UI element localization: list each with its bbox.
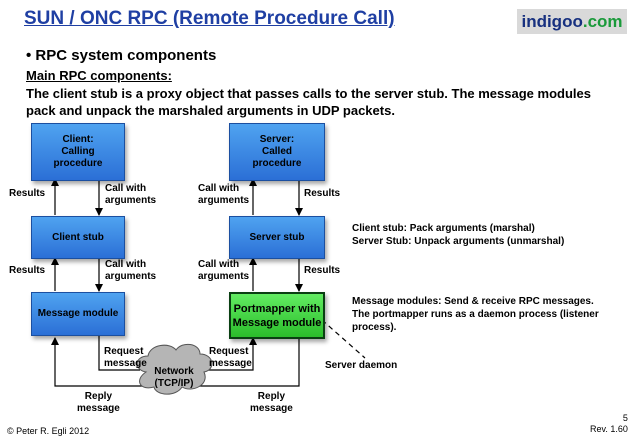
client-procedure-label: Client: Calling procedure [53, 134, 103, 169]
label-call-right-mid: Call with arguments [198, 259, 250, 282]
server-procedure-label: Server: Called procedure [252, 134, 302, 169]
note-stub: Client stub: Pack arguments (marshal) Se… [352, 223, 565, 247]
client-procedure-box: Client: Calling procedure [31, 123, 125, 181]
label-call-left-mid: Call with arguments [105, 259, 157, 282]
footer-copyright: © Peter R. Egli 2012 [7, 426, 90, 436]
label-results-left-mid: Results [9, 265, 46, 276]
server-stub-box: Server stub [229, 216, 325, 259]
message-module-box: Message module [31, 292, 125, 336]
page-number: 5 [622, 413, 628, 423]
network-cloud-icon [136, 343, 213, 395]
logo: indigoo.com [517, 9, 627, 34]
server-stub-label: Server stub [249, 231, 305, 243]
label-reply-left: Reply message [77, 391, 120, 414]
client-stub-label: Client stub [52, 231, 104, 243]
label-request-right: Request message [209, 346, 252, 369]
logo-suffix: .com [582, 11, 623, 31]
client-stub-box: Client stub [31, 216, 125, 259]
slide-title: SUN / ONC RPC (Remote Procedure Call) [24, 8, 395, 29]
label-request-left: Request message [104, 346, 147, 369]
daemon-pointer [321, 319, 366, 359]
portmapper-label: Portmapper with Message module [232, 302, 322, 329]
bullet-heading: • RPC system components [26, 47, 217, 64]
note-modules: Message modules: Send & receive RPC mess… [352, 296, 599, 333]
subheading: Main RPC components: [26, 68, 172, 83]
server-procedure-box: Server: Called procedure [229, 123, 325, 181]
network-label: Network (TCP/IP) [154, 366, 194, 389]
description: The client stub is a proxy object that p… [26, 86, 591, 118]
label-results-right-top: Results [304, 188, 341, 199]
label-server-daemon: Server daemon [325, 360, 398, 371]
message-module-label: Message module [37, 308, 119, 319]
label-call-right-top: Call with arguments [198, 183, 250, 206]
logo-main: indigoo [521, 11, 583, 31]
label-results-left-top: Results [9, 188, 46, 199]
label-call-left-top: Call with arguments [105, 183, 157, 206]
label-results-right-mid: Results [304, 265, 341, 276]
revision: Rev. 1.60 [590, 424, 628, 434]
label-reply-right: Reply message [250, 391, 293, 414]
portmapper-box: Portmapper with Message module [229, 292, 325, 339]
